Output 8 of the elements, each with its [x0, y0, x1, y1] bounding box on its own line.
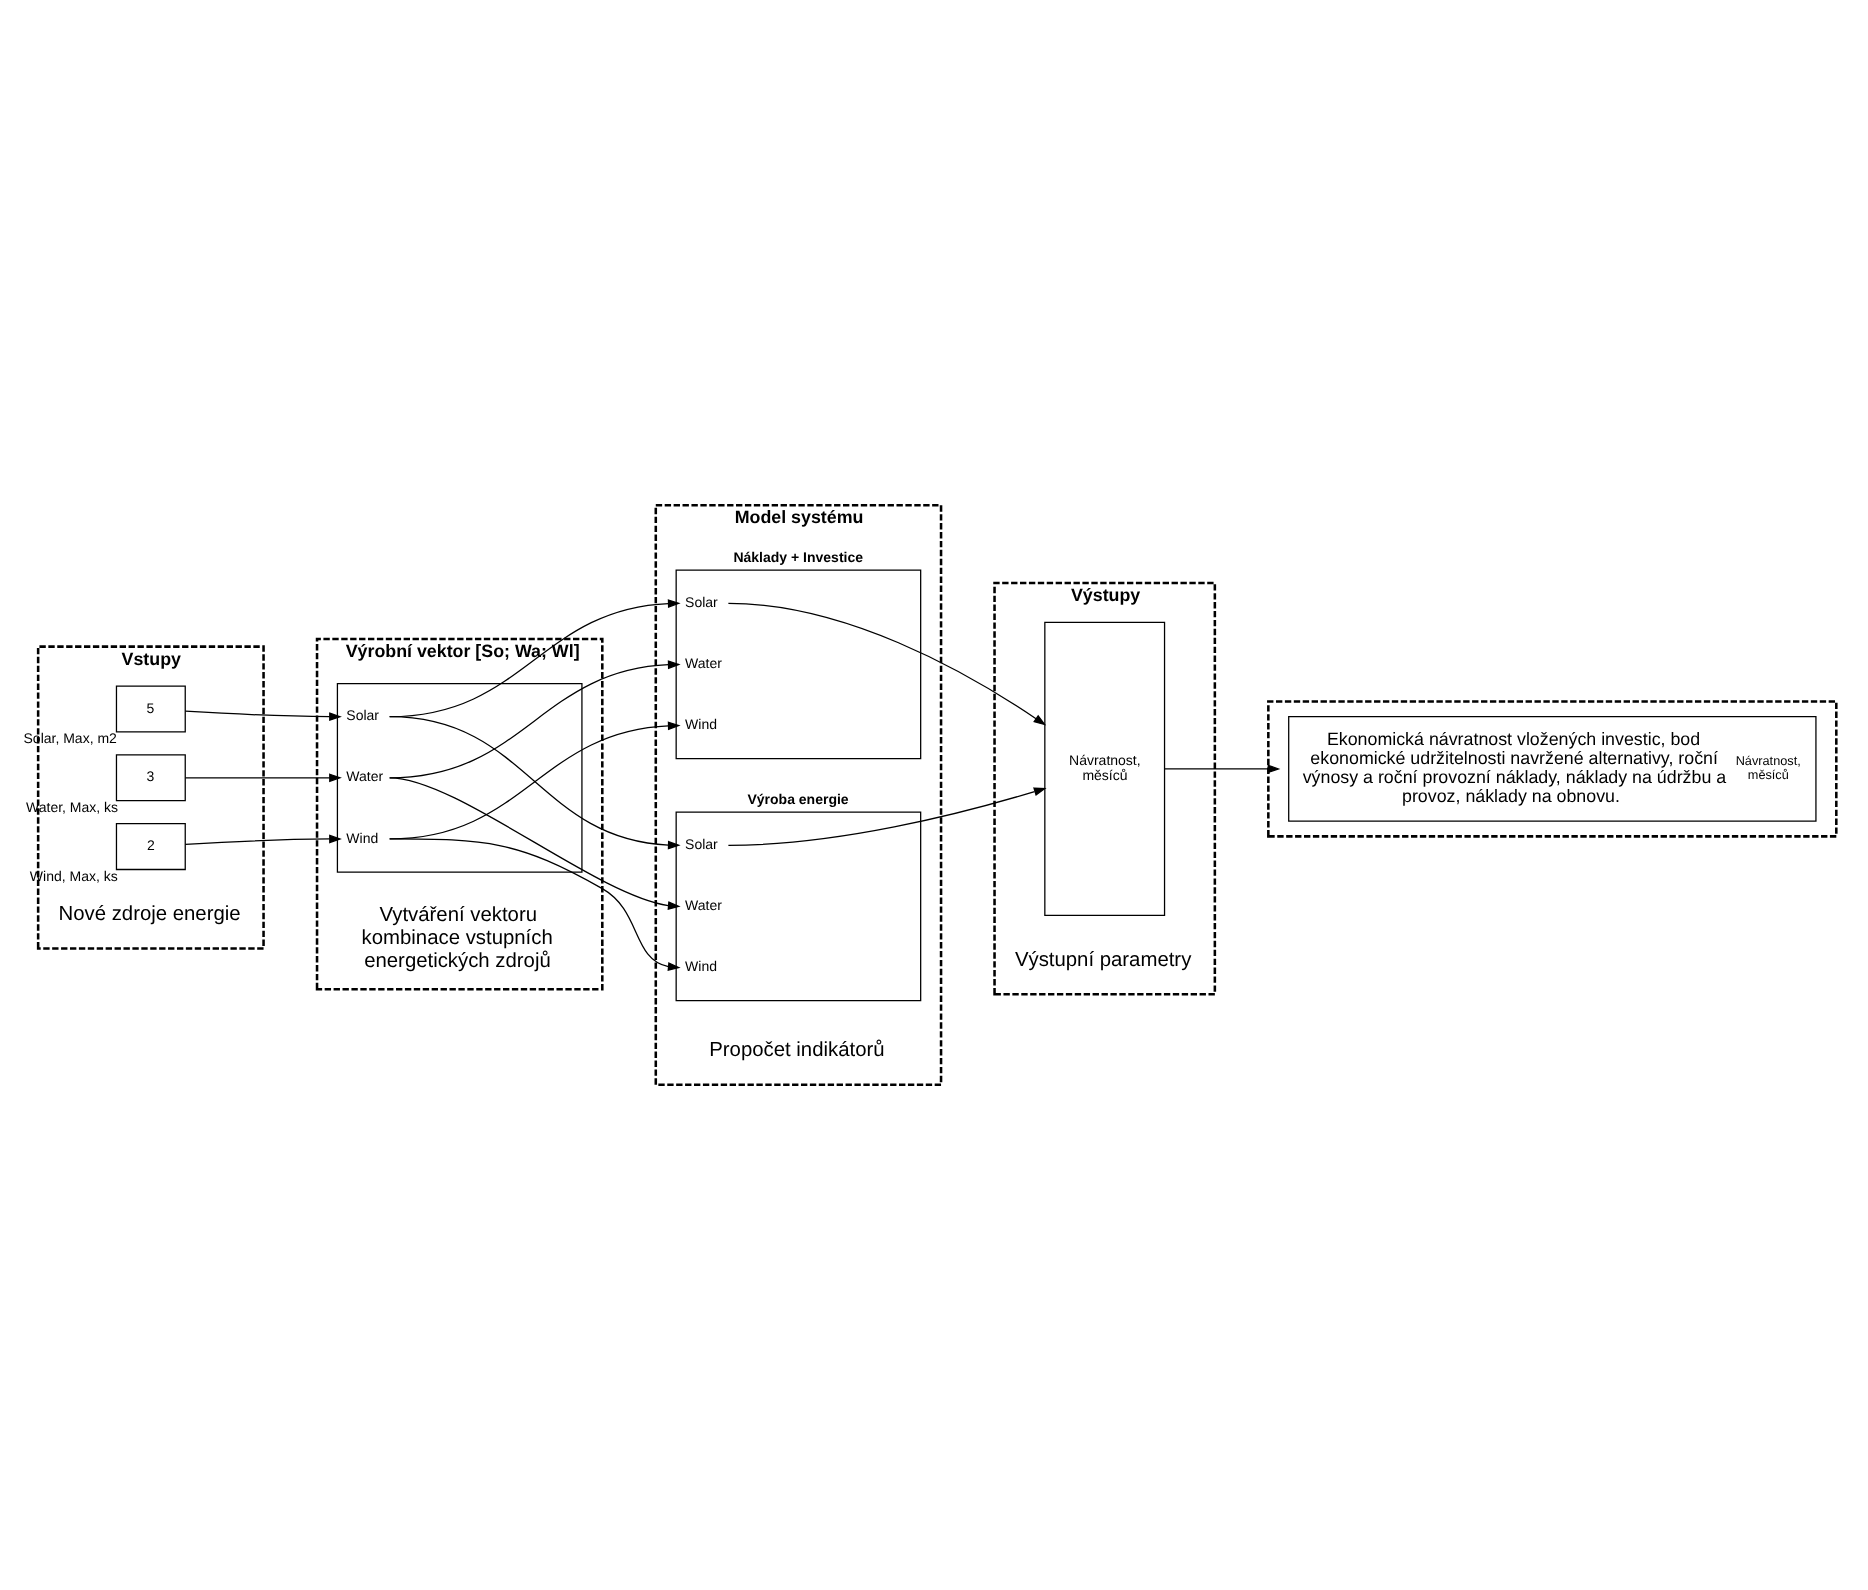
- arrow: [183, 773, 341, 783]
- arrow: [726, 787, 1046, 846]
- arrow: [1162, 764, 1280, 774]
- arrow: [183, 834, 341, 846]
- arrow: [388, 838, 680, 971]
- arrow: [183, 710, 341, 722]
- arrow: [726, 602, 1046, 726]
- arrow: [388, 777, 680, 911]
